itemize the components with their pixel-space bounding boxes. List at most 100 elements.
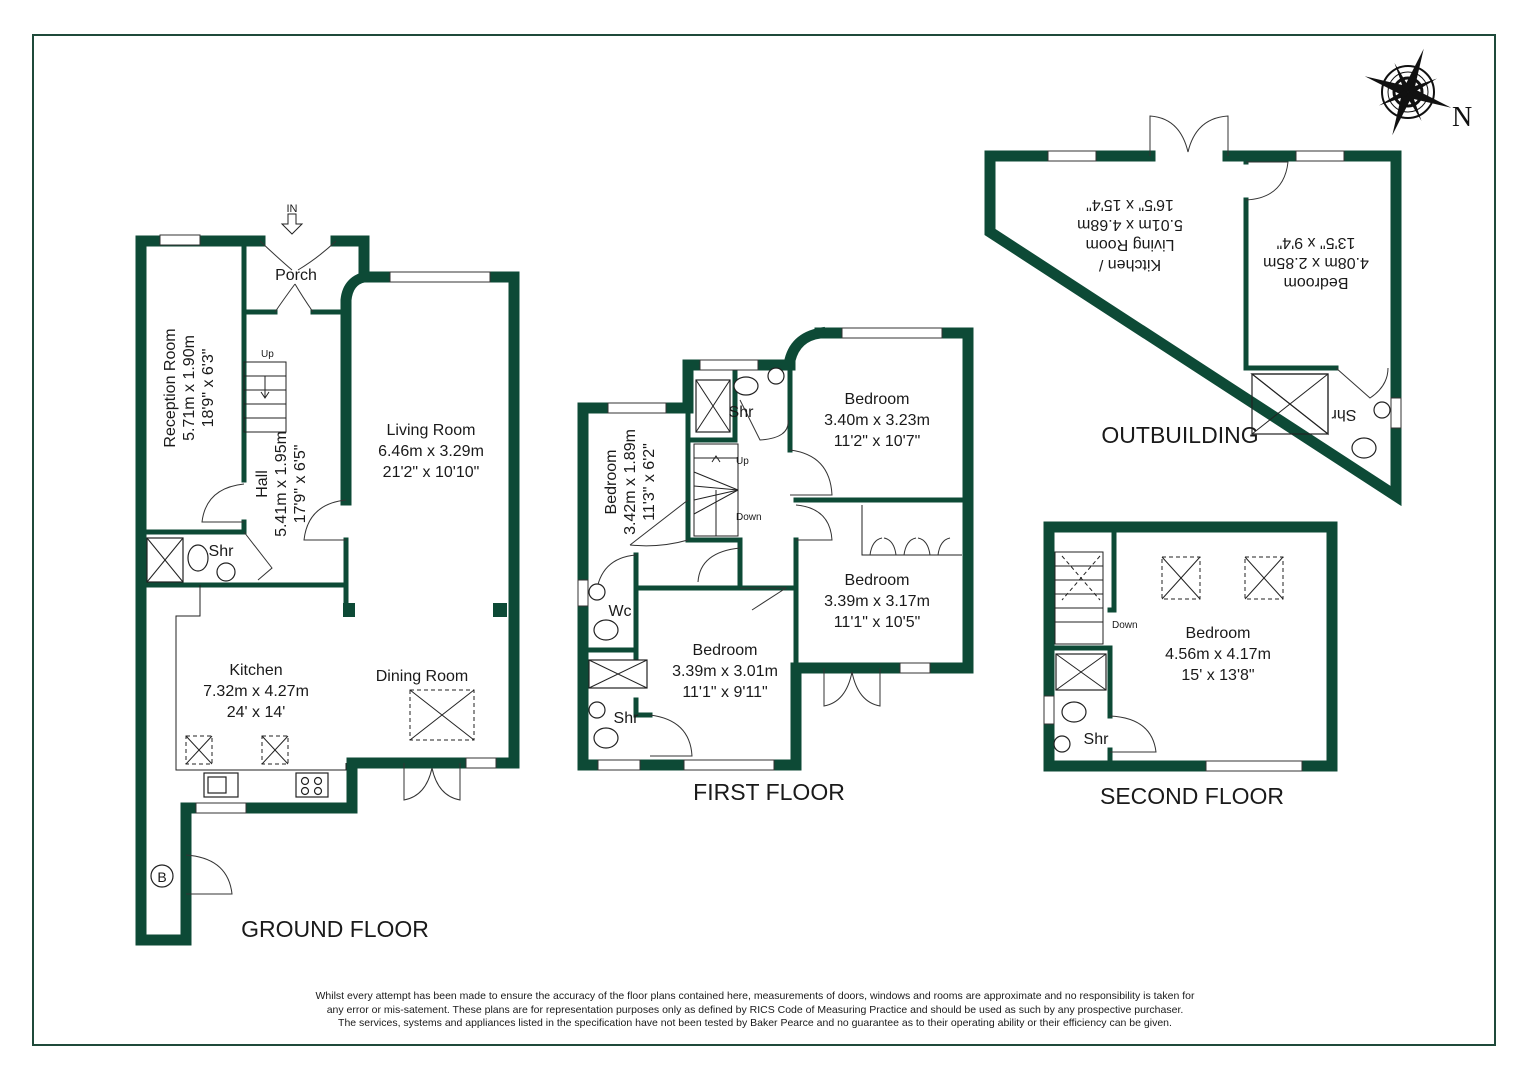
living-imperial: 21'2" x 10'10"	[383, 464, 480, 481]
skylight-icon	[1244, 556, 1284, 600]
outbuilding-bedroom-name: Bedroom	[1284, 274, 1349, 291]
outbuilding-outer-wall	[984, 150, 1402, 507]
reception-name: Reception Room	[162, 328, 179, 447]
wardrobe	[861, 505, 962, 556]
window	[1047, 150, 1097, 162]
window	[1295, 150, 1345, 162]
outbuilding-bedroom-metric: 4.08m x 2.85m	[1263, 254, 1369, 271]
first-outer-wall	[577, 327, 974, 771]
shower-label: Shr	[209, 543, 235, 560]
door	[629, 499, 689, 547]
first-shower-top: Shr	[729, 404, 755, 421]
wardrobe-door	[869, 537, 951, 556]
window	[577, 579, 589, 607]
door	[649, 714, 693, 757]
first-shower-bottom: Shr	[614, 710, 640, 727]
hob-icon	[295, 772, 329, 798]
basin-icon	[1373, 401, 1391, 419]
cupboard-door	[185, 854, 233, 895]
window	[699, 359, 759, 371]
bedroom-e-metric: 3.39m x 3.17m	[824, 593, 930, 610]
window	[465, 757, 497, 769]
outbuilding-living-name: Living Room	[1086, 236, 1175, 253]
outbuilding-wall	[1243, 197, 1339, 371]
hall-name: Hall	[254, 470, 271, 498]
window	[195, 802, 247, 814]
stairs-up-label: Up	[261, 349, 274, 360]
entrance-label: IN	[287, 203, 298, 215]
pillar	[343, 603, 355, 617]
reception-imperial: 18'9" x 6'3"	[200, 349, 217, 428]
living-metric: 6.46m x 3.29m	[378, 443, 484, 460]
entrance-arrow-icon	[280, 213, 304, 235]
kitchen-imperial: 24' x 14'	[227, 704, 286, 721]
outbuilding-shower-label: Shr	[1331, 406, 1357, 423]
reception-door	[201, 483, 245, 523]
bedroom-small-metric: 3.42m x 1.89m	[622, 429, 639, 535]
second-shower-label: Shr	[1084, 731, 1110, 748]
compass-north-label: N	[1452, 102, 1472, 133]
kitchen-counter	[175, 585, 347, 771]
door	[1109, 715, 1157, 753]
outbuilding-kitchen-name: Kitchen /	[1098, 256, 1161, 273]
second-floor: Down Bedroom 4.56m x 4.17m 15' x 13'8" S…	[1043, 521, 1338, 809]
patio-door	[403, 763, 461, 801]
wc-label: Wc	[608, 603, 631, 620]
kitchen-metric: 7.32m x 4.27m	[203, 683, 309, 700]
skylight-icon	[409, 689, 475, 741]
second-wall	[1107, 524, 1117, 613]
outbuilding-bedroom-imperial: 13'5" x 9'4"	[1277, 234, 1356, 251]
outbuilding-title: OUTBUILDING	[1101, 422, 1258, 448]
window	[607, 402, 667, 414]
page-border	[32, 34, 1496, 1046]
bedroom-small-name: Bedroom	[603, 450, 620, 515]
second-floor-title: SECOND FLOOR	[1100, 783, 1284, 809]
door	[789, 449, 833, 496]
first-floor: Up Down Shr Bedroom 3.42m x 1.89m 11'3" …	[577, 326, 974, 805]
basin-icon	[588, 583, 606, 601]
disclaimer-line: The services, systems and appliances lis…	[338, 1017, 1172, 1029]
bedroom-s-imperial: 11'1" x 9'11"	[682, 684, 767, 701]
bedroom-s-metric: 3.39m x 3.01m	[672, 663, 778, 680]
pillar-right	[493, 603, 507, 617]
boiler-icon	[150, 864, 174, 888]
window	[899, 662, 931, 674]
living-door	[303, 499, 347, 541]
door	[739, 399, 789, 441]
skylight-icon	[261, 735, 289, 765]
reception-metric: 5.71m x 1.90m	[181, 335, 198, 441]
window	[159, 234, 201, 246]
porch-label: Porch	[275, 267, 317, 284]
second-bedroom-name: Bedroom	[1186, 625, 1251, 642]
skylight-icon	[1161, 556, 1201, 600]
second-stairs	[1054, 551, 1104, 645]
toilet-icon	[733, 376, 759, 396]
dining-name: Dining Room	[376, 668, 468, 685]
disclaimer-line: any error or mis-satement. These plans a…	[326, 1003, 1184, 1016]
second-bedroom-metric: 4.56m x 4.17m	[1165, 646, 1271, 663]
door	[1335, 367, 1389, 399]
window	[597, 759, 641, 771]
ground-outer-wall	[135, 235, 520, 946]
basin-icon	[588, 701, 606, 719]
ground-floor-title: GROUND FLOOR	[241, 916, 429, 942]
basin-icon	[216, 562, 236, 582]
door	[795, 504, 833, 541]
second-stairs-down: Down	[1112, 620, 1138, 631]
door	[697, 547, 741, 583]
first-stairs-up: Up	[736, 456, 749, 467]
toilet-icon	[593, 727, 619, 749]
entrance-door	[259, 240, 337, 313]
hall-imperial: 17'9" x 6'5"	[292, 445, 309, 524]
bedroom-e-name: Bedroom	[845, 572, 910, 589]
ground-floor: B IN Porch Up Reception Room 5.71m x 1.9…	[135, 203, 520, 946]
shower-door	[243, 531, 273, 581]
disclaimer: Whilst every attempt has been made to en…	[250, 990, 1260, 1031]
second-bedroom-imperial: 15' x 13'8"	[1181, 667, 1254, 684]
door	[1245, 161, 1289, 201]
outbuilding-kitchen-imperial: 16'5" x 15'4"	[1086, 196, 1174, 213]
window	[389, 271, 491, 283]
first-floor-title: FIRST FLOOR	[693, 779, 845, 805]
outbuilding-kitchen-metric: 5.01m x 4.68m	[1077, 216, 1183, 233]
